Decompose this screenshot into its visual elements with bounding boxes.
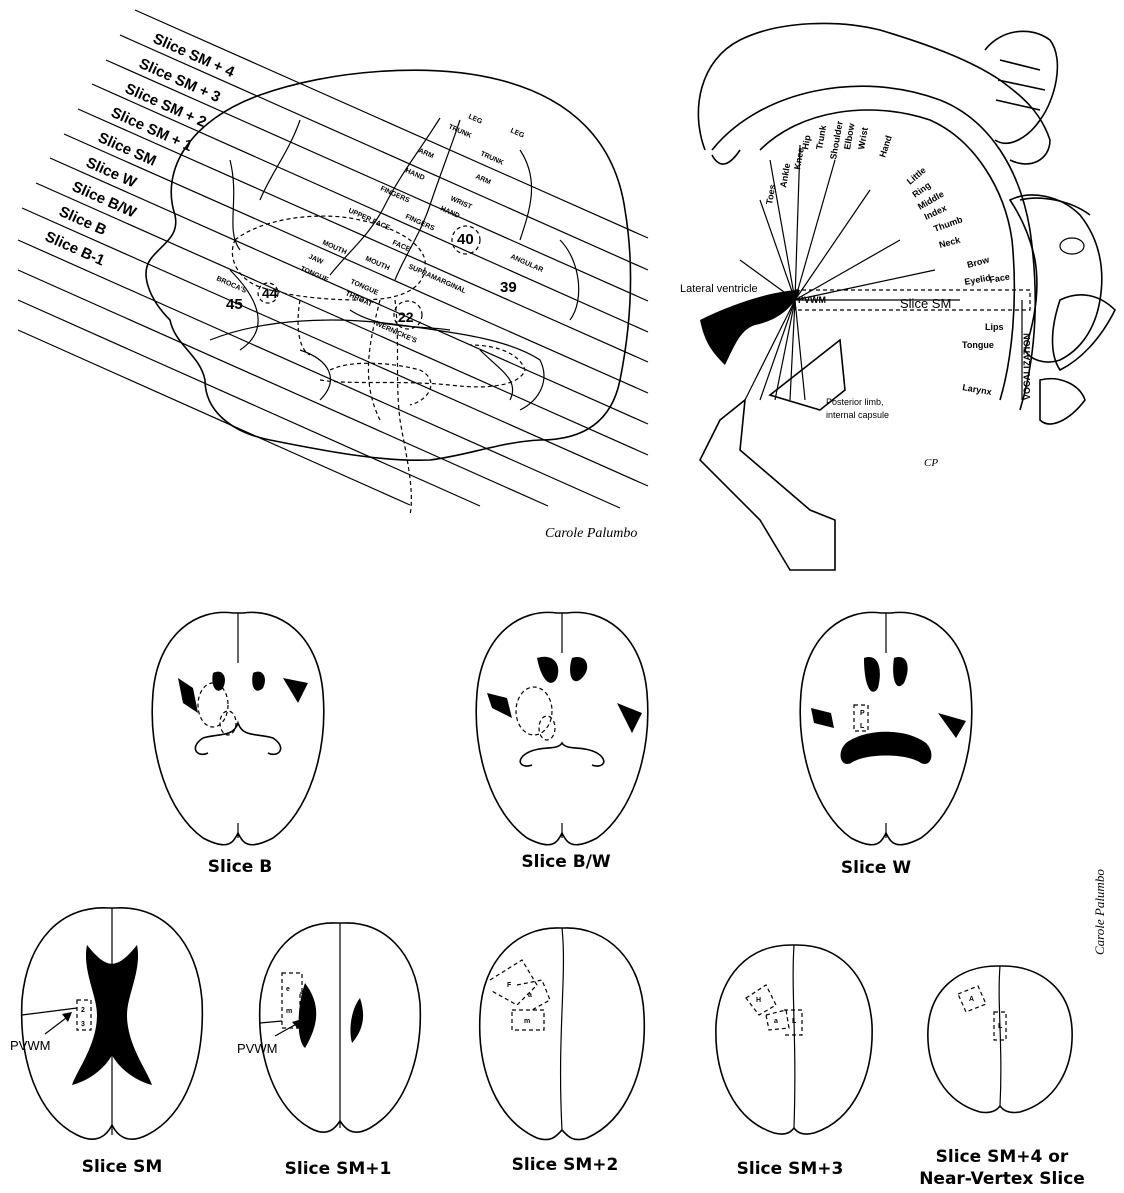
panel-lateral-brain: Slice SM + 4 Slice SM + 3 Slice SM + 2 S… (18, 10, 648, 541)
label-tongue: TONGUE (299, 265, 329, 284)
cerebellum-dashed (320, 345, 525, 387)
slice-w-drawing: P L (800, 612, 972, 844)
label-hand-h: Hand (877, 134, 893, 158)
label-arm: ARM (417, 147, 435, 160)
slice-label-group: Slice SM + 4 Slice SM + 3 Slice SM + 2 S… (42, 30, 237, 269)
label-shoulder: Shoulder (828, 120, 845, 161)
slice-sm2-letter-m: m (524, 1018, 530, 1025)
label-hand-2: HAND (439, 205, 460, 220)
cortex-arc (712, 86, 1035, 410)
brainstem-dashed (298, 300, 431, 515)
slice-b-drawing (152, 612, 324, 844)
homunculus-body (698, 23, 1050, 164)
slice-sm1-letter-1: 1 (302, 1018, 306, 1025)
label-brow: Brow (966, 254, 991, 270)
label-area-22: 22 (398, 309, 414, 325)
label-knee: Knee (792, 147, 806, 170)
label-hip: Hip (800, 134, 812, 151)
slice-sm1-letter-2: 2 (302, 1008, 306, 1015)
slice-sm1-drawing: e m 3 2 1 (260, 923, 421, 1132)
label-leg: LEG (467, 113, 483, 125)
side-signature: Carole Palumbo (1092, 869, 1107, 955)
label-neck: Neck (938, 234, 962, 249)
homunculus-labels: Toes Ankle Knee Hip Trunk Shoulder Elbow… (764, 120, 1032, 400)
label-pvwm-b: PVWM (798, 295, 826, 305)
caption-slice-w: Slice W (841, 858, 911, 878)
label-face-h: Face (989, 272, 1011, 285)
label-lateral-ventricle: Lateral ventricle (680, 283, 758, 295)
row-2-slices: 2 3 PVWM e m 3 2 1 PVWM F a (10, 908, 1085, 1189)
label-pvwm-sm1: PVWM (237, 1041, 277, 1056)
label-toes: Toes (764, 184, 777, 206)
homunculus-eyebrow (1020, 198, 1090, 215)
label-vocalization: VOCALIZATION (1022, 333, 1032, 400)
label-trunk: TRUNK (447, 123, 472, 139)
slice-sm4-drawing: A L (928, 966, 1072, 1113)
slice-sm1-letter-m: m (286, 1008, 292, 1015)
slice-sm3-letter-l: L (792, 1018, 797, 1025)
label-elbow: Elbow (842, 122, 857, 151)
slice-label-b: Slice B (56, 203, 109, 239)
label-eyelid: Eyelid (964, 273, 992, 287)
label-arm-2: ARM (474, 173, 492, 186)
slice-sm1-letter-e: e (286, 986, 290, 993)
slice-sm2-letter-f: F (507, 982, 512, 989)
label-area-40: 40 (457, 231, 474, 248)
signature-mark-b: CP (924, 457, 938, 469)
slice-sm4-letter-l: L (998, 1023, 1003, 1030)
label-ankle: Ankle (778, 162, 792, 188)
slice-sm2-drawing: F a m (480, 928, 645, 1140)
slice-sm-drawing: 2 3 (22, 908, 203, 1139)
label-trunk-h: Trunk (814, 123, 828, 150)
label-lips: Lips (985, 322, 1004, 332)
slice-planes (18, 10, 648, 508)
label-mouth-2: MOUTH (364, 255, 390, 272)
caption-slice-bw: Slice B/W (521, 852, 611, 872)
label-upper: UPPER FACE (347, 207, 391, 232)
caption-slice-sm2: Slice SM+2 (512, 1155, 619, 1175)
slice-sm-letter-2: 2 (81, 1007, 85, 1014)
caption-slice-sm4: Slice SM+4 or (936, 1147, 1069, 1167)
caption-near-vertex: Near-Vertex Slice (919, 1169, 1085, 1189)
label-internal-capsule: internal capsule (826, 410, 889, 420)
label-tongue-h: Tongue (962, 340, 994, 350)
row-1-slices: P L Slice B Slice B/W Slice W (152, 612, 972, 878)
slice-sm3-drawing: H a L (716, 945, 872, 1134)
homunculus-hand (985, 31, 1057, 143)
signature-panel-a: Carole Palumbo (545, 526, 637, 541)
internal-capsule (700, 340, 845, 570)
label-area-44: 44 (262, 285, 278, 301)
label-wrist-h: Wrist (856, 127, 870, 151)
caption-slice-sm1: Slice SM+1 (285, 1159, 392, 1179)
label-slice-sm-b: Slice SM (900, 296, 951, 311)
label-face: FACE (391, 239, 411, 253)
slice-sm3-letter-a: a (774, 1018, 778, 1025)
label-posterior-limb: Posterior limb, (826, 397, 884, 407)
caption-slice-sm: Slice SM (82, 1157, 163, 1177)
slice-sm1-letter-3: 3 (302, 998, 306, 1005)
panel-homunculus: Toes Ankle Knee Hip Trunk Shoulder Elbow… (680, 23, 1115, 570)
label-leg-2: LEG (509, 127, 525, 139)
label-larynx: Larynx (962, 382, 993, 397)
label-pvwm-sm: PVWM (10, 1038, 50, 1053)
slice-w-letter-p: P (860, 710, 865, 717)
slice-sm4-letter-a: A (969, 996, 974, 1003)
label-jaw: JAW (307, 253, 324, 266)
slice-sm-letter-3: 3 (81, 1021, 85, 1028)
region-labels: LEG LEG TRUNK TRUNK ARM ARM HAND WRIST H… (215, 113, 544, 345)
label-area-45: 45 (226, 296, 243, 313)
caption-slice-b: Slice B (208, 857, 272, 877)
slice-sm3-letter-h: H (756, 997, 761, 1004)
slice-bw-drawing (476, 612, 648, 844)
slice-w-letter-l: L (860, 723, 865, 730)
slice-sm2-letter-a: a (528, 992, 532, 999)
homunculus-eye (1060, 238, 1084, 254)
homunculus-tongue (1040, 379, 1085, 424)
label-angular: ANGULAR (509, 253, 544, 274)
caption-slice-sm3: Slice SM+3 (737, 1159, 844, 1179)
label-wrist: WRIST (449, 195, 473, 211)
label-area-39: 39 (500, 279, 517, 296)
